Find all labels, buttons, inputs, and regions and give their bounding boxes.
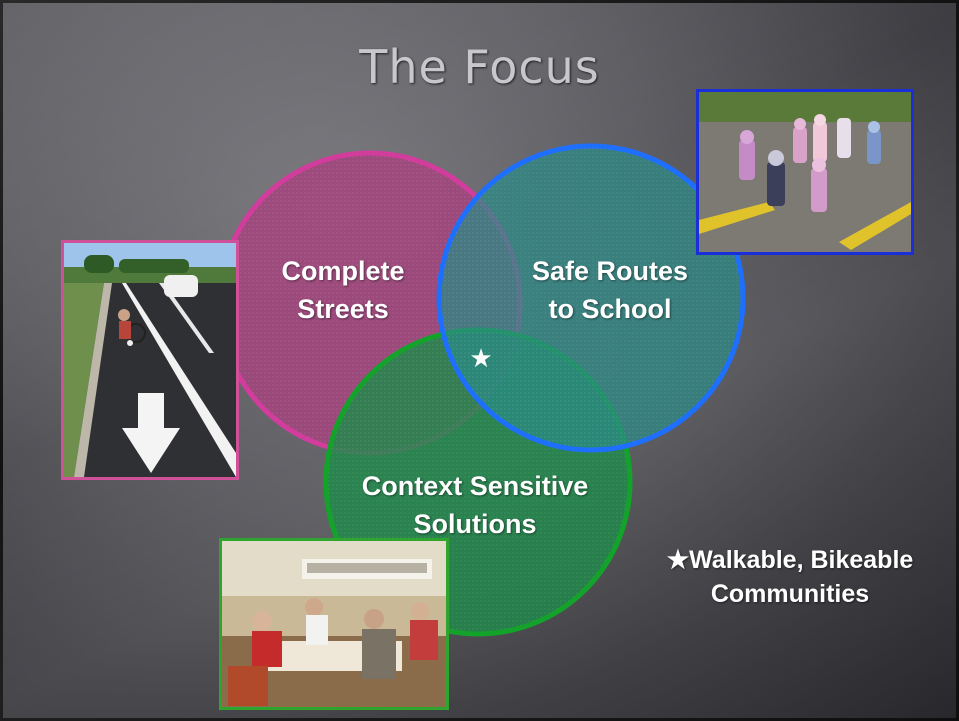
walkable-bikeable-note: ★Walkable, Bikeable Communities	[625, 543, 955, 611]
label-safe-routes-line1: Safe Routes	[531, 256, 689, 286]
bike-lane-photo	[61, 240, 239, 480]
label-context-sensitive-line2: Solutions	[413, 509, 537, 539]
note-line2: Communities	[710, 580, 870, 608]
label-safe-routes: Safe Routes to School	[500, 252, 720, 328]
school-children-photo	[696, 89, 914, 255]
label-complete-streets-line1: Complete	[281, 256, 405, 286]
intersection-star-icon: ★	[469, 344, 492, 374]
note-line1: Walkable, Bikeable	[689, 546, 914, 574]
meeting-photo	[219, 538, 449, 710]
label-context-sensitive-line1: Context Sensitive	[361, 471, 589, 501]
label-complete-streets-line2: Streets	[297, 294, 389, 324]
star-icon: ★	[666, 546, 690, 574]
label-context-sensitive: Context Sensitive Solutions	[330, 467, 620, 543]
label-safe-routes-line2: to School	[548, 294, 672, 324]
slide-title: The Focus	[359, 40, 600, 94]
label-complete-streets: Complete Streets	[253, 252, 433, 328]
